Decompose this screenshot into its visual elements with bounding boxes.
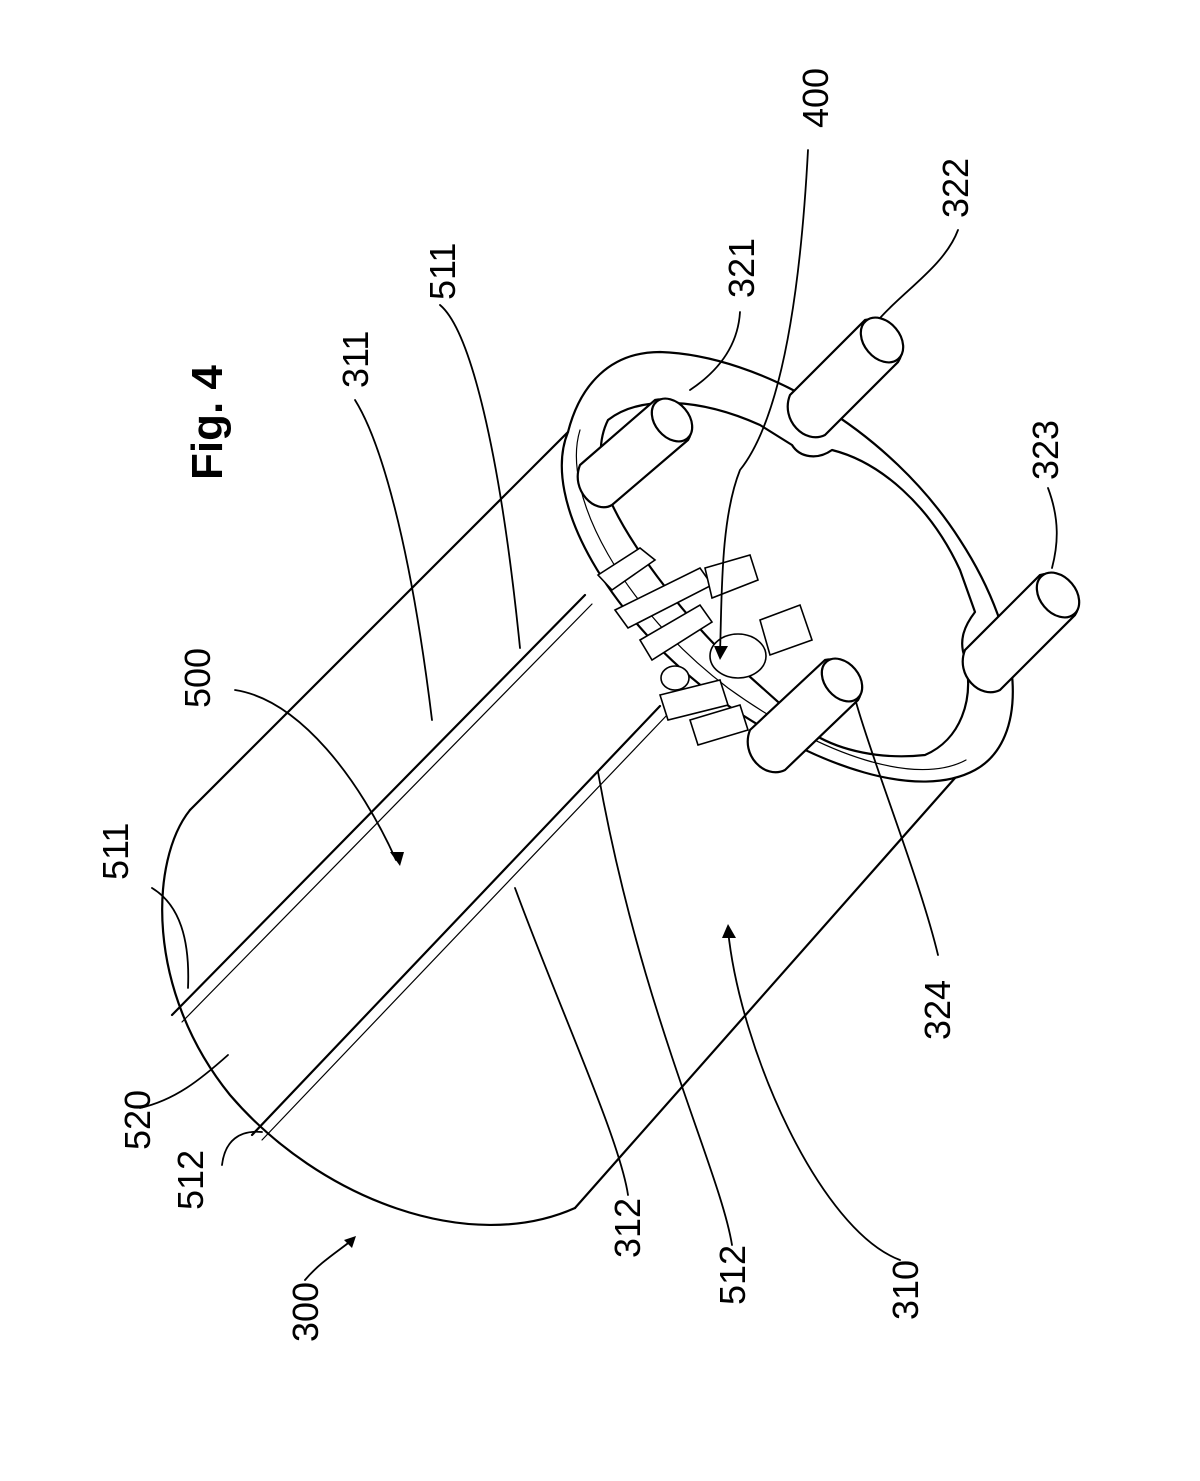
- label-310: 310: [885, 1260, 926, 1320]
- label-311: 311: [335, 331, 376, 388]
- pin-322: [788, 309, 912, 437]
- label-512-left: 512: [170, 1150, 211, 1210]
- label-321: 321: [721, 238, 762, 298]
- label-324: 324: [917, 980, 958, 1040]
- label-323: 323: [1025, 420, 1066, 480]
- label-400: 400: [795, 68, 836, 128]
- pin-324: [748, 651, 871, 773]
- pin-323: [963, 564, 1088, 692]
- reference-labels: Fig. 4 300 310 311 312 512 321 322 323 3…: [95, 68, 1066, 1342]
- label-500: 500: [177, 648, 218, 708]
- leader-lines: [140, 150, 1057, 1280]
- label-512-bottom: 512: [712, 1245, 753, 1305]
- pin-321: [578, 391, 701, 508]
- label-511-top: 511: [422, 243, 463, 300]
- label-511-left: 511: [95, 823, 136, 880]
- label-520: 520: [117, 1090, 158, 1150]
- label-300: 300: [285, 1282, 326, 1342]
- label-322: 322: [935, 158, 976, 218]
- groove-rails: [172, 595, 668, 1140]
- figure-title: Fig. 4: [183, 365, 232, 480]
- label-312: 312: [607, 1198, 648, 1258]
